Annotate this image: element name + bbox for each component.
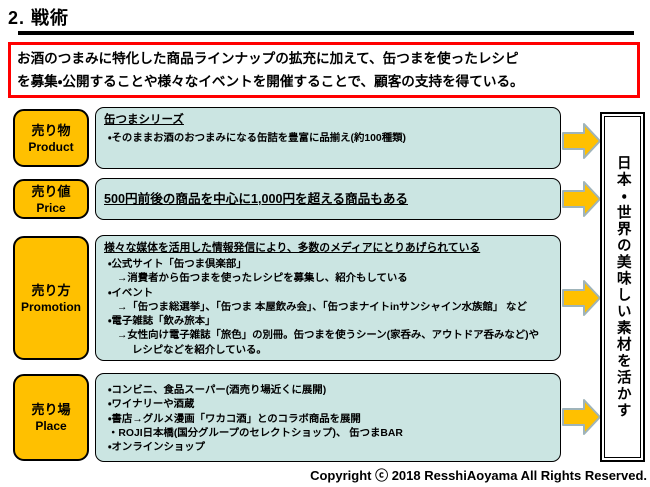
promotion-heading: 様々な媒体を活用した情報発信により、多数のメディアにとりあげられている [104,242,481,254]
label-price-ja: 売り値 [31,183,71,199]
label-product-ja: 売り物 [31,122,71,138]
promotion-line: →「缶つま総選挙」、「缶つま 本屋飲み会」、「缶つまナイトinサンシャイン水族館… [117,301,527,313]
content-box-price: 500円前後の商品を中心に1,000円を超える商品もある [95,178,561,220]
label-box-place: 売り場 Place [13,374,89,461]
product-line: ・そのままお酒のおつまみになる缶詰を豊富に品揃え(約100種類) [108,133,406,144]
place-line: ・ROJI日本橋(国分グループのセレクトショップ)、 缶つまBAR [108,427,403,439]
label-price-en: Price [36,200,66,215]
label-product-en: Product [28,139,74,154]
place-line: ・書店→グルメ漫画「ワカコ酒」とのコラボ商品を展開 [108,413,361,425]
product-heading: 缶つまシリーズ [104,114,184,126]
label-place-ja: 売り場 [31,402,71,417]
label-box-product: 売り物 Product [13,109,89,167]
place-line: ・ワイナリーや酒蔵 [108,399,195,411]
summary-line-2: を募集・公開することや様々なイベントを開催することで、顧客の支持を得ている。 [17,74,524,89]
right-arrow-icon [562,181,601,217]
content-box-product: 缶つまシリーズ ・そのままお酒のおつまみになる缶詰を豊富に品揃え(約100種類) [95,107,561,169]
right-arrow-icon [562,280,601,316]
goal-text: 日本・世界の美味しい素材を活かす [614,155,631,419]
promotion-line: ・公式サイト「缶つま倶楽部」 [108,259,247,270]
promotion-line: ・電子雑誌「飲み旅本」 [108,316,216,328]
page-title: 2. 戦術 [8,8,70,28]
title-rule [18,31,634,35]
right-arrow-icon [562,123,601,159]
price-heading: 500円前後の商品を中心に1,000円を超える商品もある [104,191,409,206]
place-line: ・オンラインショップ [108,442,206,454]
place-line: ・コンビニ、食品スーパー(酒売り場近くに展開) [108,385,327,396]
promotion-line: →女性向け電子雑誌「旅色」の別冊。缶つまを使うシーン(家呑み、アウトドア呑みなど… [117,330,540,342]
label-promotion-en: Promotion [21,299,81,314]
goal-box: 日本・世界の美味しい素材を活かす [600,112,645,462]
summary-box: お酒のつまみに特化した商品ラインナップの拡充に加えて、缶つまを使ったレシピ を募… [8,42,640,98]
label-box-promotion: 売り方 Promotion [13,236,89,360]
label-place-en: Place [35,419,67,433]
promotion-line: レシピなどを紹介している。 [132,344,267,356]
label-promotion-ja: 売り方 [31,282,71,298]
content-box-place: ・コンビニ、食品スーパー(酒売り場近くに展開) ・ワイナリーや酒蔵 ・書店→グル… [95,373,561,462]
content-box-promotion: 様々な媒体を活用した情報発信により、多数のメディアにとりあげられている ・公式サ… [95,235,561,361]
right-arrow-icon [562,399,601,435]
promotion-line: →消費者から缶つまを使ったレシピを募集し、紹介もしている [117,273,408,285]
summary-line-1: お酒のつまみに特化した商品ラインナップの拡充に加えて、缶つまを使ったレシピ [17,51,519,66]
label-box-price: 売り値 Price [13,179,89,219]
copyright: Copyright ⓒ 2018 ResshiAoyama All Rights… [310,468,647,483]
promotion-line: ・イベント [108,287,154,299]
goal-box-inner: 日本・世界の美味しい素材を活かす [604,116,641,458]
